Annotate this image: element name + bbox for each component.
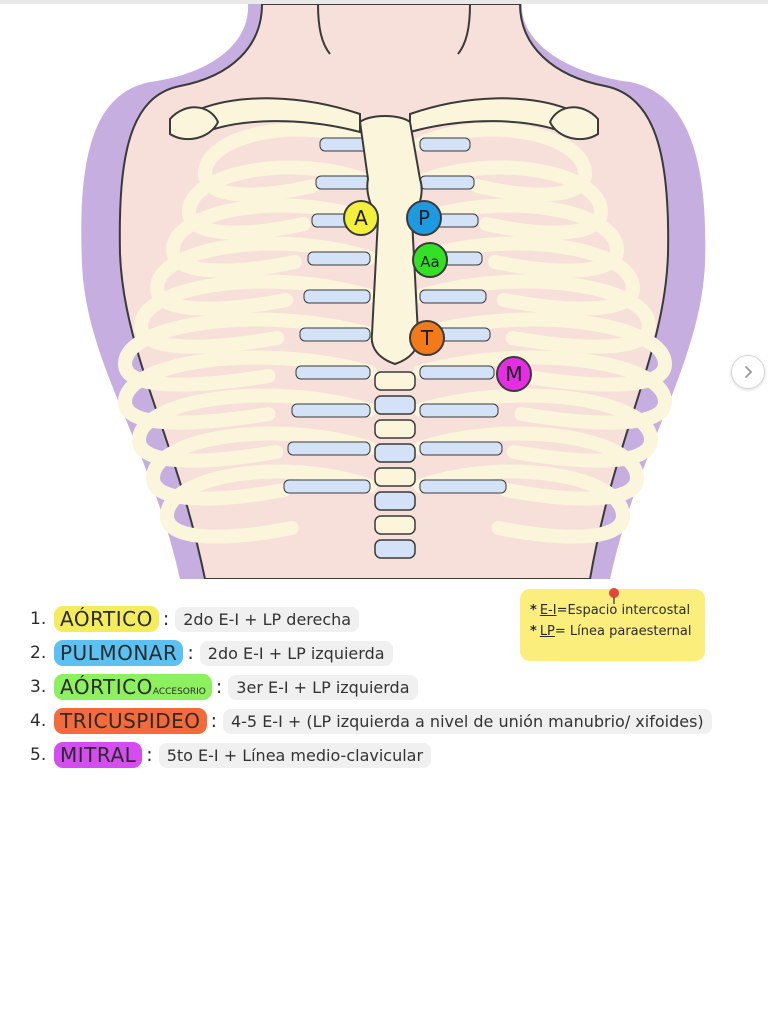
vertebra (374, 539, 416, 559)
chest-illustration: A P AaT M (81, 4, 706, 579)
costal-cartilage (295, 365, 371, 380)
costal-cartilage (287, 441, 371, 456)
rib (413, 464, 631, 544)
legend-description: 2do E-I + LP izquierda (199, 640, 393, 666)
marker-label: T (420, 326, 434, 350)
spine (374, 371, 416, 559)
costal-cartilage (299, 327, 371, 342)
rib (413, 274, 657, 354)
marker-label: P (418, 206, 430, 230)
costal-cartilage (419, 441, 503, 456)
marker-circle (409, 320, 445, 356)
costal-cartilage (283, 479, 371, 494)
chevron-right-icon (745, 366, 753, 378)
rib (133, 274, 377, 354)
auscultation-markers: A P AaT M (343, 200, 532, 392)
costal-cartilage (419, 137, 471, 152)
marker-label: A (354, 206, 368, 230)
rib (117, 350, 377, 430)
marker-label: Aa (420, 253, 439, 271)
legend-row-aortic: 1. AÓRTICO : 2do E-I + LP derecha (30, 604, 360, 634)
legend-row-tricuspid: 4. TRICUSPIDEO : 4-5 E-I + (LP izquierda… (30, 706, 712, 736)
costal-cartilage (419, 289, 487, 304)
legend-description: 2do E-I + LP derecha (175, 606, 360, 632)
rib (131, 388, 377, 468)
rib (181, 160, 377, 240)
rib (413, 236, 641, 316)
vertebra (374, 491, 416, 511)
rib (413, 312, 673, 392)
legend-valve-name: AÓRTICO (54, 606, 159, 632)
costal-cartilage (315, 175, 371, 190)
rib (159, 464, 377, 544)
top-divider (0, 0, 768, 4)
rib (117, 312, 377, 392)
legend-number: 2. (30, 643, 47, 663)
legend-row-pulmonar: 2. PULMONAR : 2do E-I + LP izquierda (30, 638, 393, 668)
note-line-lp: *LP= Línea paraesternal (530, 624, 692, 639)
legend-number: 4. (30, 711, 47, 731)
legend-description: 3er E-I + LP izquierda (228, 674, 418, 700)
costal-cartilage (419, 175, 475, 190)
rib (413, 160, 609, 240)
rib (413, 122, 593, 202)
marker-label: M (505, 362, 522, 386)
marker-circle (496, 356, 532, 392)
legend-valve-name: MITRAL (54, 742, 143, 768)
vertebra (374, 419, 416, 439)
rib (197, 122, 377, 202)
costal-cartilage (419, 479, 507, 494)
costal-cartilage (303, 289, 371, 304)
vertebra (374, 371, 416, 391)
rib (413, 388, 659, 468)
legend-description: 4-5 E-I + (LP izquierda a nivel de unión… (222, 708, 712, 734)
vertebra (374, 515, 416, 535)
rib (145, 426, 377, 506)
legend-row-mitral: 5. MITRAL : 5to E-I + Línea medio-clavic… (30, 740, 432, 770)
rib (413, 426, 645, 506)
costal-cartilage (419, 365, 495, 380)
rib (149, 236, 377, 316)
pushpin-icon (609, 588, 619, 604)
legend-valve-name: PULMONAR (54, 640, 184, 666)
legend-number: 3. (30, 677, 47, 697)
legend-number: 1. (30, 609, 47, 629)
marker-circle (343, 200, 379, 236)
legend-number: 5. (30, 745, 47, 765)
legend-description: 5to E-I + Línea medio-clavicular (158, 742, 432, 768)
next-slide-button[interactable] (731, 355, 765, 389)
rib (413, 198, 625, 278)
marker-circle (406, 200, 442, 236)
costal-cartilage (291, 403, 371, 418)
rib (165, 198, 377, 278)
marker-circle (412, 242, 448, 278)
legend-valve-name: TRICUSPIDEO (54, 708, 207, 734)
note-line-ei: *E-I=Espacio intercostal (530, 603, 691, 618)
vertebra (374, 467, 416, 487)
legend-row-aortic-accessory: 3. AÓRTICOACCESORIO : 3er E-I + LP izqui… (30, 672, 418, 702)
costal-cartilage (307, 251, 371, 266)
vertebra (374, 395, 416, 415)
legend-valve-suffix: ACCESORIO (152, 687, 206, 697)
ribcage (117, 122, 673, 544)
legend-valve-name: AÓRTICOACCESORIO (54, 674, 212, 700)
abbreviation-note: *E-I=Espacio intercostal *LP= Línea para… (520, 588, 705, 661)
vertebra (374, 443, 416, 463)
costal-cartilage (419, 403, 499, 418)
